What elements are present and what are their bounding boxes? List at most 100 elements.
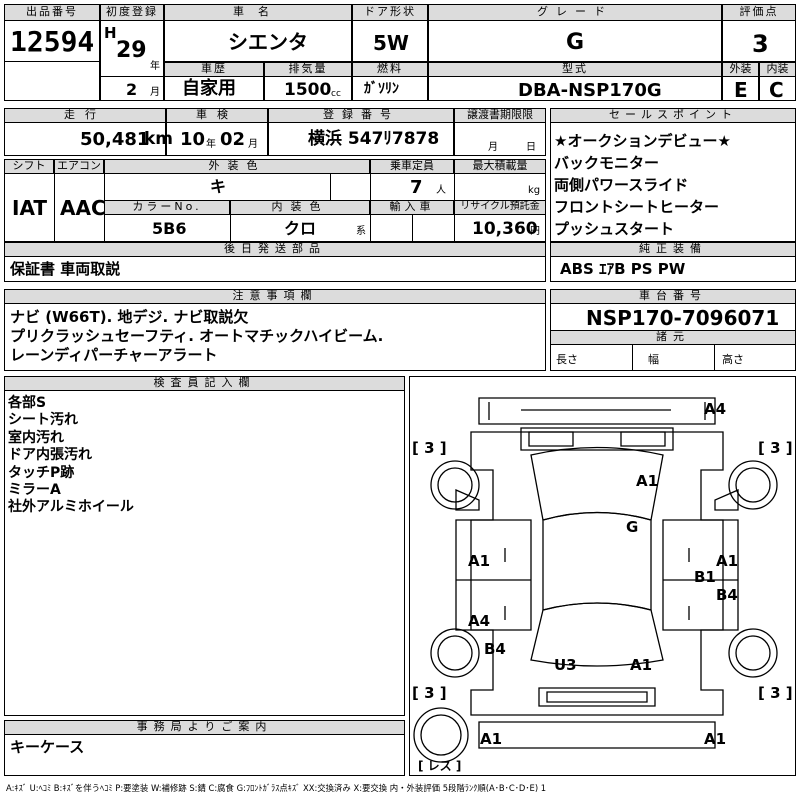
exterior-score-value: E xyxy=(734,78,748,102)
color-no-col xyxy=(230,200,231,242)
inspection-label: 車検 xyxy=(166,108,268,123)
height-label: 高さ xyxy=(722,353,744,366)
interior-color-label: 内装色 xyxy=(230,200,370,215)
rear-right-wheel xyxy=(728,628,778,678)
specs-col-2 xyxy=(714,345,715,371)
inspection-month-unit: 月 xyxy=(248,139,258,150)
tire-rear-left-score: 3 xyxy=(424,684,435,702)
specs-col-1 xyxy=(632,345,633,371)
transfer-day-unit: 日 xyxy=(526,142,536,153)
inspector-line: 室内汚れ xyxy=(8,429,64,446)
interior-score-value: C xyxy=(769,78,784,102)
spare-wheel xyxy=(413,707,469,763)
recycle-value: 10,360 xyxy=(472,219,538,239)
tire-rear-left: [ 3 ] xyxy=(412,684,447,702)
mark-right-rear-door: B4 xyxy=(716,586,738,604)
color-no-label: カラーNo. xyxy=(104,200,230,215)
car-name: シエンタ xyxy=(228,30,308,54)
specs-label: 諸元 xyxy=(550,330,796,345)
lot-number: 12594 xyxy=(10,25,95,58)
shift-label: シフト xyxy=(4,159,54,174)
import-divider xyxy=(412,215,413,242)
history-label: 車歴 xyxy=(164,62,264,77)
transfer-month-unit: 月 xyxy=(488,142,498,153)
mark-left-rear-door: A4 xyxy=(468,612,491,630)
registration-value: 横浜 547ﾘ7878 xyxy=(308,129,440,149)
capacity-unit: 人 xyxy=(436,185,446,196)
era-prefix: H xyxy=(104,24,117,42)
ac-value: AAC xyxy=(60,196,106,220)
mark-left-quarter: B4 xyxy=(484,640,506,658)
inspector-line: ミラーA xyxy=(8,482,61,499)
mark-right-front-door: A1 xyxy=(716,552,739,570)
office-label: 事務局よりご案内 xyxy=(4,720,405,735)
reg-year-unit: 年 xyxy=(150,61,160,72)
chassis-label: 車台番号 xyxy=(550,289,796,304)
lot-label: 出品番号 xyxy=(4,4,100,21)
exterior-score-label: 外装 xyxy=(722,62,759,77)
inspector-line: タッチP跡 xyxy=(8,464,75,481)
exterior-color-value: キ xyxy=(210,177,227,196)
displacement-label: 排気量 xyxy=(264,62,352,77)
interior-score-label: 内装 xyxy=(759,62,796,77)
registration-label: 登録番号 xyxy=(268,108,454,123)
rear-bumper-outline xyxy=(478,721,716,749)
capacity-value: 7 xyxy=(410,177,423,198)
note-line: プリクラッシュセーフティ. オートマチックハイビーム. xyxy=(10,327,384,345)
inspection-month: 02 xyxy=(220,129,246,150)
note-line: ナビ (W66T). 地デジ. ナビ取説欠 xyxy=(10,308,249,326)
inspection-year: 10 xyxy=(180,129,206,150)
tire-rear-right-score: 3 xyxy=(770,684,781,702)
inspector-line: シート汚れ xyxy=(8,412,78,429)
mileage-value: 50,481 xyxy=(80,129,150,150)
note-line: レーンディパーチャーアラート xyxy=(10,346,218,364)
transfer-label: 譲渡書期限限 xyxy=(454,108,546,123)
exterior-color-divider xyxy=(330,174,331,201)
mark-bottom-left: A1 xyxy=(480,730,503,748)
width-label: 幅 xyxy=(648,353,659,366)
sales-points-label: セールスポイント xyxy=(550,108,796,123)
reg-year: 29 xyxy=(116,38,147,63)
grade-value: G xyxy=(566,30,585,55)
front-bumper-outline xyxy=(478,397,716,425)
sales-point-item: 両側パワースライド xyxy=(554,176,689,194)
fuel-label: 燃料 xyxy=(352,62,428,77)
history-value: 自家用 xyxy=(182,78,236,99)
color-no-value: 5B6 xyxy=(152,219,187,238)
spare-tire: [ レス ] xyxy=(418,759,462,773)
exterior-color-label: 外装色 xyxy=(104,159,370,174)
notes-label: 注意事項欄 xyxy=(4,289,546,304)
mileage-label: 走行 xyxy=(4,108,166,123)
load-unit: kg xyxy=(528,185,541,196)
mark-glass: G xyxy=(626,518,639,536)
damage-legend: A:ｷｽﾞ U:ﾍｺﾐ B:ｷｽﾞを伴うﾍｺﾐ P:要塗装 W:補修跡 S:錆 … xyxy=(6,783,547,793)
sales-point-item: ★オークションデビュー★ xyxy=(554,132,731,150)
displacement-value: 1500 xyxy=(284,80,332,100)
door-label: ドア形状 xyxy=(352,4,428,21)
tire-front-left: [ 3 ] xyxy=(412,439,447,457)
mark-tailgate-right: A1 xyxy=(630,656,653,674)
shift-value: IAT xyxy=(12,196,48,220)
length-label: 長さ xyxy=(556,353,578,366)
model-value: DBA-NSP170G xyxy=(518,80,662,101)
mark-tailgate-left: U3 xyxy=(554,656,577,674)
spare-tire-label: レス xyxy=(427,759,452,773)
shift-col xyxy=(54,159,55,242)
inspector-line: ドア内張汚れ xyxy=(8,447,92,464)
model-label: 型式 xyxy=(428,62,722,77)
tire-front-left-score: 3 xyxy=(424,439,435,457)
interior-color-unit: 系 xyxy=(356,226,366,237)
inspection-year-unit: 年 xyxy=(206,139,216,150)
mark-roof-rear: A4 xyxy=(704,400,727,418)
grade-label: グレード xyxy=(428,4,722,21)
reg-divider xyxy=(100,76,164,77)
reg-month-unit: 月 xyxy=(150,87,160,98)
fuel-value: ｶﾞｿﾘﾝ xyxy=(364,81,399,97)
first-reg-label: 初度登録 xyxy=(100,4,164,21)
front-left-wheel xyxy=(430,460,480,510)
score-label: 評価点 xyxy=(722,4,796,21)
tire-front-right-score: 3 xyxy=(770,439,781,457)
load-label: 最大積載量 xyxy=(454,159,546,174)
import-label: 輸入車 xyxy=(370,200,454,215)
lot-divider xyxy=(4,61,100,62)
